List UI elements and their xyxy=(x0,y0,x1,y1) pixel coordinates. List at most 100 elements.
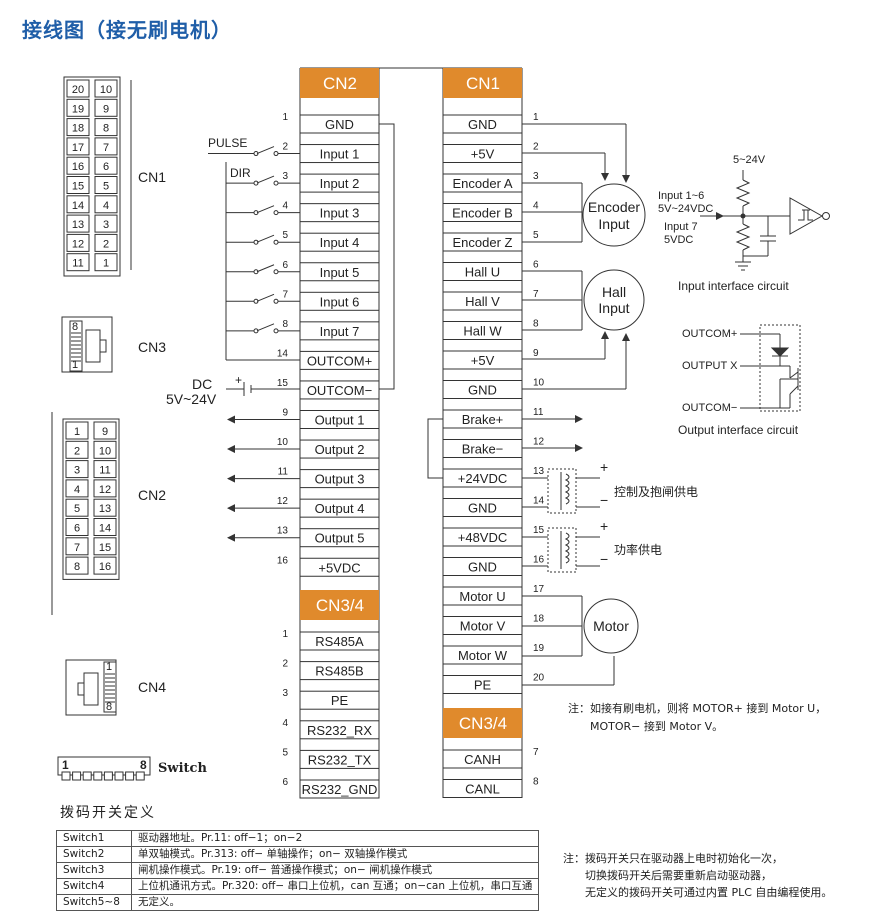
connector-pin-number: 12 xyxy=(99,484,111,496)
connector-pin-number: 5 xyxy=(74,503,80,515)
pin-number: 10 xyxy=(533,378,545,389)
motor-wiring xyxy=(522,595,615,686)
pin-number: 3 xyxy=(282,688,288,699)
input-switch-wiring xyxy=(208,123,395,396)
connector-pin-number: 6 xyxy=(103,161,109,173)
pin-number: 19 xyxy=(533,643,545,654)
pin-number: 13 xyxy=(533,466,545,477)
pin-number: 4 xyxy=(533,201,539,212)
cn4-pins xyxy=(105,673,115,703)
pin-number: 7 xyxy=(282,289,288,300)
pin-label: GND xyxy=(468,501,497,516)
supply-voltage: 5~24V xyxy=(733,154,766,166)
pin-label: GND xyxy=(468,117,497,132)
control-power-wiring xyxy=(522,468,600,514)
connector-pin xyxy=(94,253,118,272)
pin-number: 14 xyxy=(277,348,289,359)
pin-box xyxy=(442,291,523,311)
pin-label: Input 6 xyxy=(320,294,360,309)
pin-number: 14 xyxy=(533,496,545,507)
connector-pin xyxy=(93,440,117,459)
pin-label: PE xyxy=(331,693,349,708)
connector-pin xyxy=(66,176,90,194)
connector-pin-number: 10 xyxy=(99,445,111,457)
pin-label: Encoder Z xyxy=(453,235,513,250)
pin-label: Encoder A xyxy=(453,176,513,191)
hall-input xyxy=(583,269,645,331)
connector-pin xyxy=(94,214,118,233)
pin-number: 9 xyxy=(533,348,539,359)
dip-switch-keys xyxy=(61,771,145,781)
connector-pin-number: 5 xyxy=(103,181,109,193)
connector-pin-number: 15 xyxy=(72,181,84,193)
pin-box xyxy=(442,749,523,769)
connector-pin-number: 17 xyxy=(72,142,84,154)
connector-pin-number: 8 xyxy=(74,561,80,573)
pin-label: RS232_GND xyxy=(302,782,378,797)
pin-label: OUTCOM+ xyxy=(307,353,372,368)
switch-note-2: 切换拨码开关后需要重新启动驱动器， xyxy=(585,869,772,882)
output-arrows xyxy=(227,415,300,542)
switch-name: Switch1 xyxy=(56,830,132,847)
pin-box xyxy=(299,749,380,769)
connector-pin xyxy=(94,98,118,117)
cn2-header-text: CN2 xyxy=(323,74,357,93)
input-node-dot xyxy=(740,213,746,219)
pin-number: 12 xyxy=(533,437,545,448)
pwr-plus: + xyxy=(600,518,608,534)
encoder-hall-wiring xyxy=(522,123,630,390)
cn3-pin-8: 8 xyxy=(72,321,78,333)
ctrl-plus: + xyxy=(600,459,608,475)
connector-pin xyxy=(65,556,89,575)
pin-box xyxy=(299,661,380,681)
connector-pin xyxy=(65,518,89,536)
pin-label: Output 3 xyxy=(315,472,365,487)
output-interface-circuit xyxy=(740,324,801,412)
pin-label: CANH xyxy=(464,752,501,767)
pin-number: 17 xyxy=(533,584,545,595)
dc-plus: + xyxy=(235,373,242,387)
dir-label: DIR xyxy=(230,166,251,180)
connector-pin-number: 14 xyxy=(72,200,84,212)
pin-number: 9 xyxy=(282,408,288,419)
page-title: 接线图（接无刷电机） xyxy=(22,18,232,42)
pin-box xyxy=(442,350,523,370)
connector-pin xyxy=(65,460,89,479)
connector-pin xyxy=(93,518,117,536)
connector-pin-number: 19 xyxy=(72,103,84,115)
connector-pin-number: 6 xyxy=(74,523,80,535)
connector-pin-number: 8 xyxy=(103,123,109,135)
cn2-header xyxy=(300,68,379,98)
pulse-label: PULSE xyxy=(208,136,247,150)
pin-label: +24VDC xyxy=(458,471,508,486)
pin-box xyxy=(299,779,380,799)
cn34-left-pin-list: RS485A1RS485B2PE3RS232_RX4RS232_TX5RS232… xyxy=(282,629,380,799)
motor-symbol xyxy=(583,598,639,654)
cn1-label: CN1 xyxy=(138,169,166,185)
connector-pin xyxy=(65,440,89,459)
pin-box xyxy=(442,645,523,665)
pin-number: 6 xyxy=(282,260,288,271)
connector-pin-number: 16 xyxy=(99,561,111,573)
connector-pin xyxy=(66,98,90,117)
motor-note-1: 注：如接有刷电机，则将 MOTOR+ 接到 Motor U， xyxy=(568,702,827,715)
pin-number: 8 xyxy=(533,777,539,788)
connector-pin-number: 3 xyxy=(74,465,80,477)
pin-number: 11 xyxy=(533,407,544,418)
connector-pin-number: 12 xyxy=(72,238,84,250)
connector-pin xyxy=(94,137,118,156)
motor-label: Motor xyxy=(593,618,629,634)
pin-box xyxy=(442,779,523,798)
cn2-label: CN2 xyxy=(138,487,166,503)
connector-pin-number: 10 xyxy=(100,84,112,96)
input7-voltage: 5VDC xyxy=(664,234,693,246)
pin-label: OUTCOM− xyxy=(307,383,372,398)
connector-pin xyxy=(66,233,90,252)
connector-pin xyxy=(65,421,89,440)
pwr-minus: − xyxy=(600,551,608,567)
pin-number: 7 xyxy=(533,289,539,300)
